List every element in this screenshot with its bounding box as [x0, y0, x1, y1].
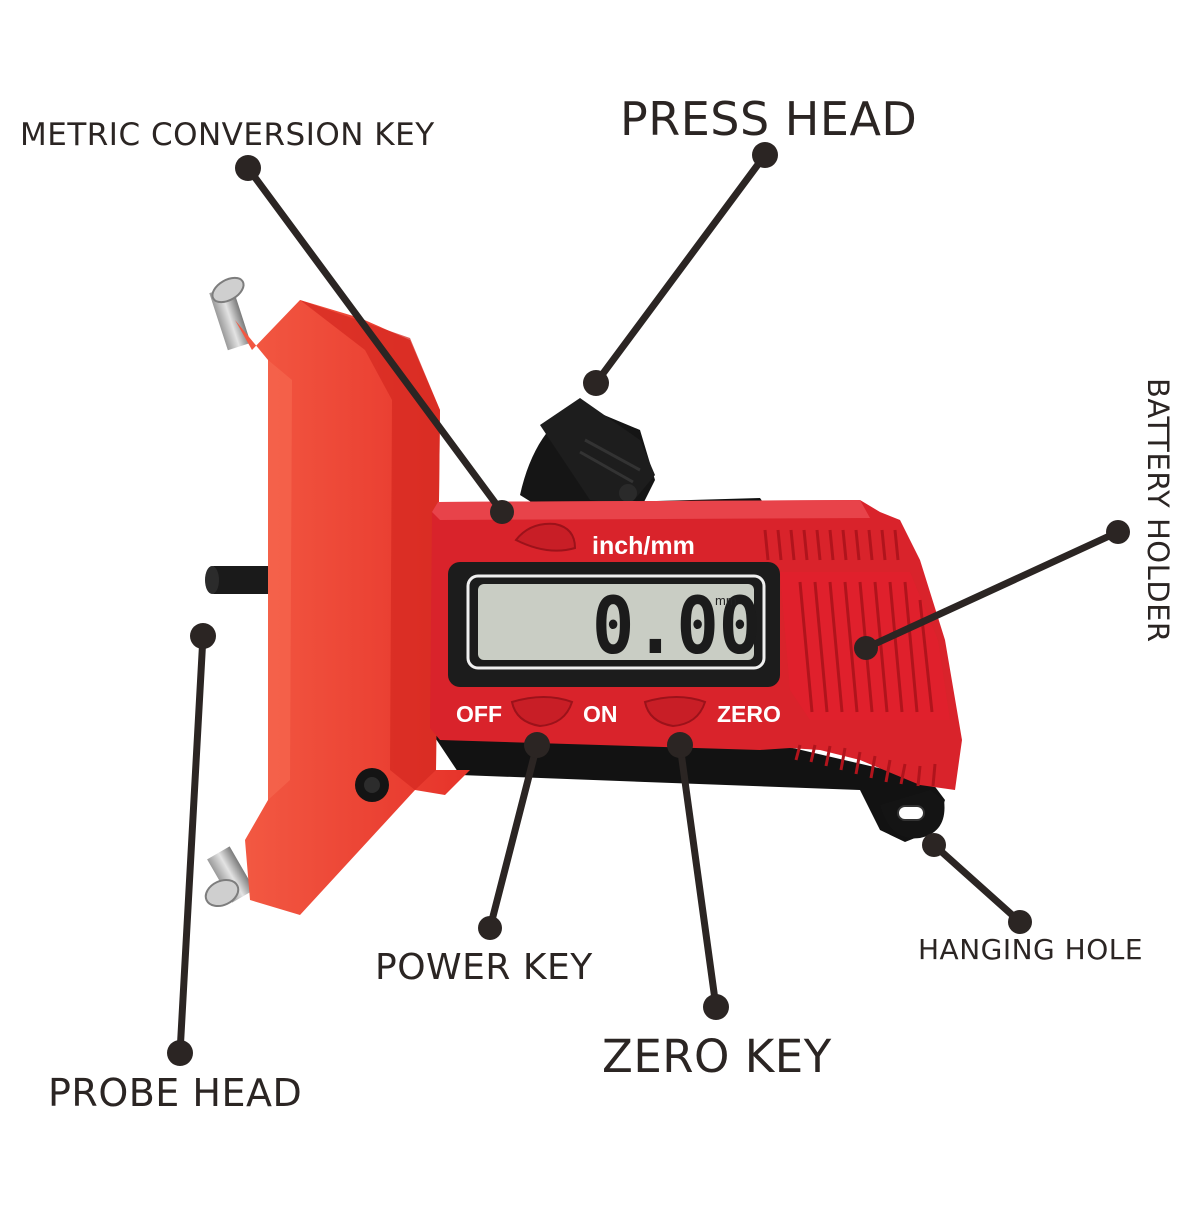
probe-rod	[205, 566, 280, 594]
label-battery-holder: BATTERY HOLDER	[1141, 378, 1175, 643]
label-hanging-hole: HANGING HOLE	[918, 933, 1144, 966]
gauge-body	[430, 500, 962, 790]
lcd-unit: mm	[715, 593, 737, 608]
grip-ribs-top	[763, 529, 900, 561]
unit-button-label: inch/mm	[592, 532, 695, 560]
label-zero-key: ZERO KEY	[602, 1030, 832, 1083]
label-metric-conversion-key: METRIC CONVERSION KEY	[20, 117, 435, 153]
label-power-key: POWER KEY	[375, 947, 593, 988]
on-label: ON	[583, 701, 618, 727]
callout-lines	[176, 151, 1122, 1057]
label-probe-head: PROBE HEAD	[48, 1071, 303, 1115]
callout-dots	[167, 142, 1130, 1066]
power-button	[510, 696, 574, 728]
zero-label: ZERO	[717, 701, 781, 727]
label-press-head: PRESS HEAD	[620, 92, 918, 146]
probe-plate	[235, 300, 470, 915]
zero-button	[643, 696, 707, 728]
grip-ribs-bottom	[794, 744, 937, 787]
hanging-hole-tab	[880, 790, 945, 839]
lcd-reading: 0.00	[592, 582, 762, 672]
off-label: OFF	[456, 701, 502, 727]
unit-button	[514, 522, 577, 552]
probe-pins	[204, 276, 255, 908]
